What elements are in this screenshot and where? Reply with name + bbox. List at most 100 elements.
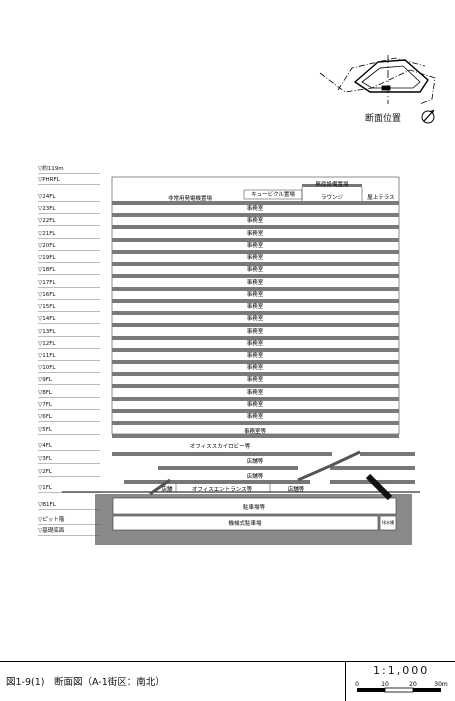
floor-slab [112,397,399,401]
room-label-parking-b1: 駐車場等 [243,503,266,511]
level-label: ▽基礎底面 [38,528,65,534]
scale-text: 1:1,000 [373,664,430,677]
level-label: ▽16FL [38,292,56,298]
office-floor-label: 事務室 [247,278,264,286]
north-arrow-icon [421,109,435,124]
key-plan-site-outline [319,55,436,105]
office-floor-label: 事務室 [247,204,264,212]
level-label: ▽ピット階 [38,517,65,523]
room-label-cubicle: キュービクル置場 [251,190,295,198]
floor-slab [112,409,399,413]
floor-slab [112,299,399,303]
scale-tick-3: 30m [434,681,448,688]
level-label: ▽約119m [38,166,64,172]
office-floor-label: 事務室 [247,229,264,237]
office-floor-label: 事務室 [247,400,264,408]
level-label: ▽B1FL [38,502,56,508]
level-label: ▽7FL [38,402,52,408]
level-label: ▽5FL [38,427,52,433]
room-label-roof-terrace: 屋上テラス [367,193,394,201]
level-label: ▽18FL [38,267,56,273]
room-label-shops-3f: 店舗等 [247,457,264,465]
scale-tick-0: 0 [355,681,359,688]
level-label: ▽20FL [38,243,56,249]
room-label-emergency-generator: 非常用発電機置場 [168,194,213,202]
office-floor-label: 事務室 [247,327,264,335]
floor-slab-5f [112,434,399,438]
level-label: ▽10FL [38,365,56,371]
slab-3f [158,466,298,470]
floor-slab [112,323,399,327]
office-floor-label: 事務室 [247,241,264,249]
scale-tick-2: 20 [409,681,417,688]
escalator-2f-3f [297,464,331,482]
level-label: ▽8FL [38,390,52,396]
level-label: ▽17FL [38,280,56,286]
room-label-shops-1f: 店舗等 [288,485,305,493]
office-floor-label: 事務室 [247,302,264,310]
room-label-shops-2f: 店舗等 [247,472,264,480]
floor-slab [112,213,399,217]
level-label: ▽21FL [38,231,56,237]
mech-parking-space [112,515,379,531]
slab-2f [124,480,310,484]
room-label-office-5f: 事務室等 [244,427,267,435]
level-label: ▽15FL [38,304,56,310]
floor-slab [112,336,399,340]
floor-slab [112,225,399,229]
floor-slab [112,384,399,388]
floor-slab [112,348,399,352]
office-floor-label: 事務室 [247,290,264,298]
level-label: ▽19FL [38,255,56,261]
floor-slab [112,287,399,291]
figure-title: 図1-9(1) 断面図（A-1街区：南北） [6,677,165,688]
floor-slab [112,311,399,315]
section-location-label: 断面位置 [365,114,402,124]
office-floor-label: 事務室 [247,265,264,273]
ramp-east [365,473,393,501]
level-label: ▽6FL [38,414,52,420]
level-label: ▽1FL [38,485,52,491]
title-divider [345,662,346,701]
level-lines [38,173,100,536]
b1-space [112,497,397,515]
room-label-drainage: 排水槽 [382,519,394,525]
office-floor-slabs [112,201,399,438]
scale-tick-1: 10 [381,681,389,688]
floor-slab [112,238,399,242]
level-label: ▽12FL [38,341,56,347]
room-label-mech-parking: 機械式駐車場 [228,519,262,527]
phr-roof-slab [302,184,362,187]
level-label: ▽3FL [38,456,52,462]
room-label-lounge: ラウンジ [321,193,344,201]
office-floor-label: 事務室 [247,388,264,396]
escalator-1f-2f [149,478,171,496]
level-label: ▽23FL [38,206,56,212]
scale-bar: 0 10 20 30m [355,681,448,693]
level-label: ▽24FL [38,194,56,200]
room-label-top-equipment: 無原設備置場 [315,180,349,188]
office-floor-label: 事務室 [247,339,264,347]
level-label: ▽PHRFL [38,177,60,183]
office-floor-label: 事務室 [247,216,264,224]
office-floor-label: 事務室 [247,363,264,371]
level-label: ▽2FL [38,469,52,475]
drainage-space [379,515,397,531]
escalator-3f-4f [329,450,361,468]
slab-4f [112,452,332,456]
level-label: ▽4FL [38,443,52,449]
level-label: ▽9FL [38,377,52,383]
floor-slab [112,274,399,278]
level-label: ▽22FL [38,218,56,224]
office-floor-label: 事務室 [247,351,264,359]
office-floor-label: 事務室 [247,375,264,383]
room-label-sky-lobby: オフィススカイロビー等 [190,442,251,450]
level-label: ▽11FL [38,353,56,359]
room-label-office-entrance: オフィスエントランス等 [192,485,253,493]
office-floor-label: 事務室 [247,412,264,420]
level-label: ▽13FL [38,329,56,335]
